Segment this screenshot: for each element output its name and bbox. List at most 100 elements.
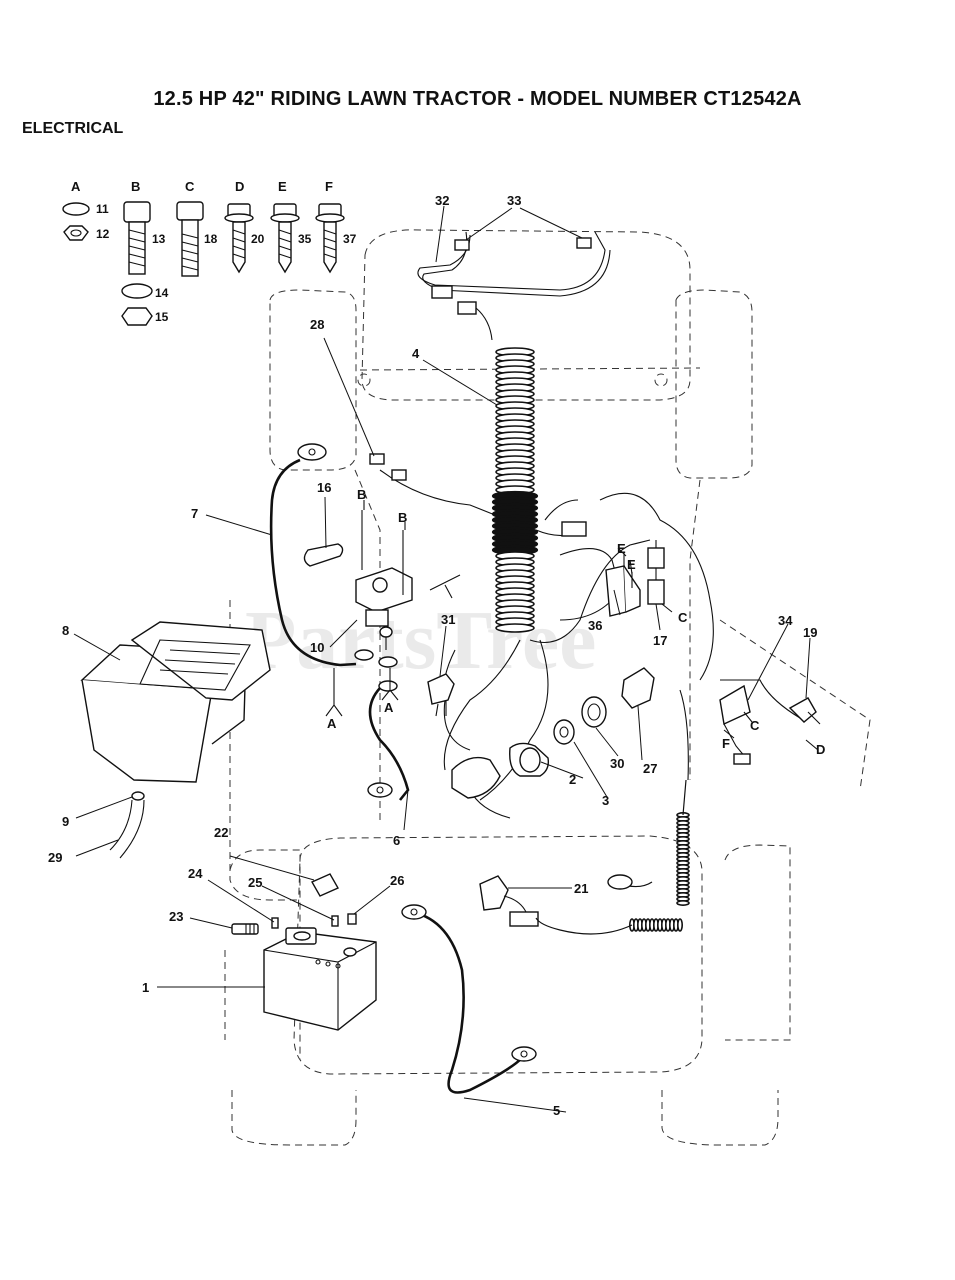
callout-4: 4 (412, 346, 420, 361)
terminal-cover (311, 873, 339, 897)
ignition-bezel-icon (581, 696, 607, 728)
switch-bracket-34 (719, 684, 751, 765)
wire-conduit (491, 347, 539, 633)
main-wiring-harness (379, 469, 801, 819)
ignition-switch (451, 696, 607, 799)
star-washer-icon (121, 283, 153, 299)
callout-21: 21 (574, 881, 588, 896)
page-title: 12.5 HP 42" RIDING LAWN TRACTOR - MODEL … (153, 88, 802, 110)
fastener-ref-a1: A (327, 716, 337, 731)
carriage-bolt-icon (176, 201, 204, 277)
callout-labels: 1 2 3 4 5 6 7 8 9 10 16 17 19 21 22 23 2… (48, 193, 825, 1118)
negative-cable (401, 904, 537, 1094)
callout-7: 7 (191, 506, 198, 521)
harness-connector-icon (431, 285, 453, 299)
hex-screw-icon (270, 203, 300, 274)
hardware-letter-a: A (71, 179, 81, 194)
hardware-letter-f: F (325, 179, 333, 194)
harness-plug-icon (561, 521, 587, 537)
callout-22: 22 (214, 825, 228, 840)
fastener-ref-b2: B (398, 510, 407, 525)
callout-10: 10 (310, 640, 324, 655)
hardware-legend: A B C D E F 11 12 13 14 15 (62, 179, 357, 326)
hardware-letter-b: B (131, 179, 140, 194)
callout-31: 31 (441, 612, 455, 627)
callout-6: 6 (393, 833, 400, 848)
callout-8: 8 (62, 623, 69, 638)
leader-lines (73, 205, 811, 1113)
callout-2: 2 (569, 772, 576, 787)
callout-3: 3 (602, 793, 609, 808)
hardware-part-35: 35 (298, 232, 312, 246)
fastener-ref-e1: E (617, 541, 626, 556)
hardware-part-15: 15 (155, 310, 169, 324)
hardware-part-18: 18 (204, 232, 218, 246)
callout-24: 24 (188, 866, 203, 881)
callout-1: 1 (142, 980, 149, 995)
seat-switch (427, 673, 455, 717)
callout-5: 5 (553, 1103, 560, 1118)
watermark: PartsTree (245, 594, 596, 687)
battery-box (80, 621, 271, 783)
callout-29: 29 (48, 850, 62, 865)
coiled-cable (535, 779, 690, 935)
hardware-part-13: 13 (152, 232, 166, 246)
callout-23: 23 (169, 909, 183, 924)
brake-switch-bracket (605, 547, 641, 617)
callout-25: 25 (248, 875, 262, 890)
battery (263, 927, 377, 1031)
fastener-ref-c2: C (750, 718, 760, 733)
flange-screw-icon (315, 203, 345, 274)
hardware-part-12: 12 (96, 227, 110, 241)
fuse-holder (479, 875, 539, 927)
hardware-part-14: 14 (155, 286, 169, 300)
headlight-bulb-left-icon (454, 239, 470, 251)
self-tapping-screw-icon (224, 203, 254, 274)
callout-28: 28 (310, 317, 324, 332)
ground-cable (269, 443, 357, 667)
callout-32: 32 (435, 193, 449, 208)
callout-9: 9 (62, 814, 69, 829)
hardware-letter-c: C (185, 179, 195, 194)
fastener-ref-e2: E (627, 557, 636, 572)
callout-16: 16 (317, 480, 331, 495)
hex-bolt-icon (123, 201, 151, 275)
harness-connector-28 (369, 453, 407, 481)
fastener-ref-c1: C (678, 610, 688, 625)
ignition-nut-icon (553, 719, 575, 745)
hardware-letter-e: E (278, 179, 287, 194)
callout-27: 27 (643, 761, 657, 776)
interlock-switch (647, 540, 665, 605)
relay (621, 667, 655, 709)
starter-solenoid (354, 567, 413, 692)
hardware-letter-d: D (235, 179, 244, 194)
hex-nut-icon (63, 225, 89, 241)
callout-34: 34 (778, 613, 793, 628)
fastener-ref-a2: A (384, 700, 394, 715)
fastener-ref-b1: B (357, 487, 366, 502)
fastener-ref-f1: F (722, 736, 730, 751)
callout-30: 30 (610, 756, 624, 771)
battery-vent-tube (109, 791, 145, 859)
fastener-ref-d1: D (816, 742, 825, 757)
hardware-part-20: 20 (251, 232, 265, 246)
pto-switch (788, 697, 821, 725)
callout-36: 36 (588, 618, 602, 633)
headlight-harness (417, 231, 611, 341)
lockwasher-icon (62, 202, 90, 216)
callout-17: 17 (653, 633, 667, 648)
tractor-outline (224, 229, 871, 1146)
callout-19: 19 (803, 625, 817, 640)
hardware-part-11: 11 (96, 202, 109, 216)
fastener-markers (325, 500, 819, 751)
positive-cable (367, 687, 410, 801)
callout-26: 26 (390, 873, 404, 888)
cable-clip (303, 543, 344, 567)
hardware-part-37: 37 (343, 232, 357, 246)
battery-hardware (231, 913, 357, 935)
headlight-bulb-right-icon (576, 237, 592, 249)
callout-33: 33 (507, 193, 521, 208)
section-title: ELECTRICAL (22, 120, 124, 137)
